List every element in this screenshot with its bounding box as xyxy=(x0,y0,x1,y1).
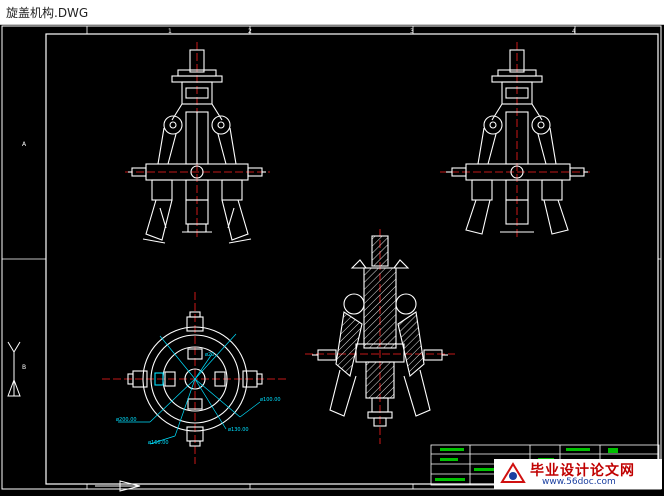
column-label: 1 xyxy=(168,28,172,35)
dimension-label: ø100.00 xyxy=(260,397,281,403)
row-label: A xyxy=(22,141,27,148)
drawing-canvas[interactable]: 1 2 3 4 A B xyxy=(0,24,664,492)
top-view xyxy=(102,292,288,464)
side-view xyxy=(440,42,590,239)
column-label: 4 xyxy=(572,28,576,35)
ucs-icon xyxy=(7,341,141,492)
watermark-banner: 毕业设计论文网 www.56doc.com xyxy=(494,459,662,489)
dimension-lines xyxy=(118,333,261,445)
front-view xyxy=(125,42,270,244)
column-label: 2 xyxy=(248,28,252,35)
section-view xyxy=(305,229,455,444)
watermark-logo-icon xyxy=(500,462,526,483)
drawing-frame xyxy=(45,33,659,485)
column-label: 3 xyxy=(410,28,414,35)
watermark-url: www.56doc.com xyxy=(542,477,616,487)
dimension-label: ø160.00 xyxy=(148,440,169,446)
dimension-label: ø20 xyxy=(205,352,214,358)
row-label: B xyxy=(22,364,26,371)
dimension-label: ø200.00 xyxy=(116,417,137,423)
window-titlebar: 旋盖机构.DWG xyxy=(0,0,664,25)
dimension-label: ø130.00 xyxy=(228,427,249,433)
window-title: 旋盖机构.DWG xyxy=(6,6,89,20)
cad-drawing: 1 2 3 4 A B xyxy=(1,25,662,492)
watermark-name: 毕业设计论文网 xyxy=(530,463,635,479)
